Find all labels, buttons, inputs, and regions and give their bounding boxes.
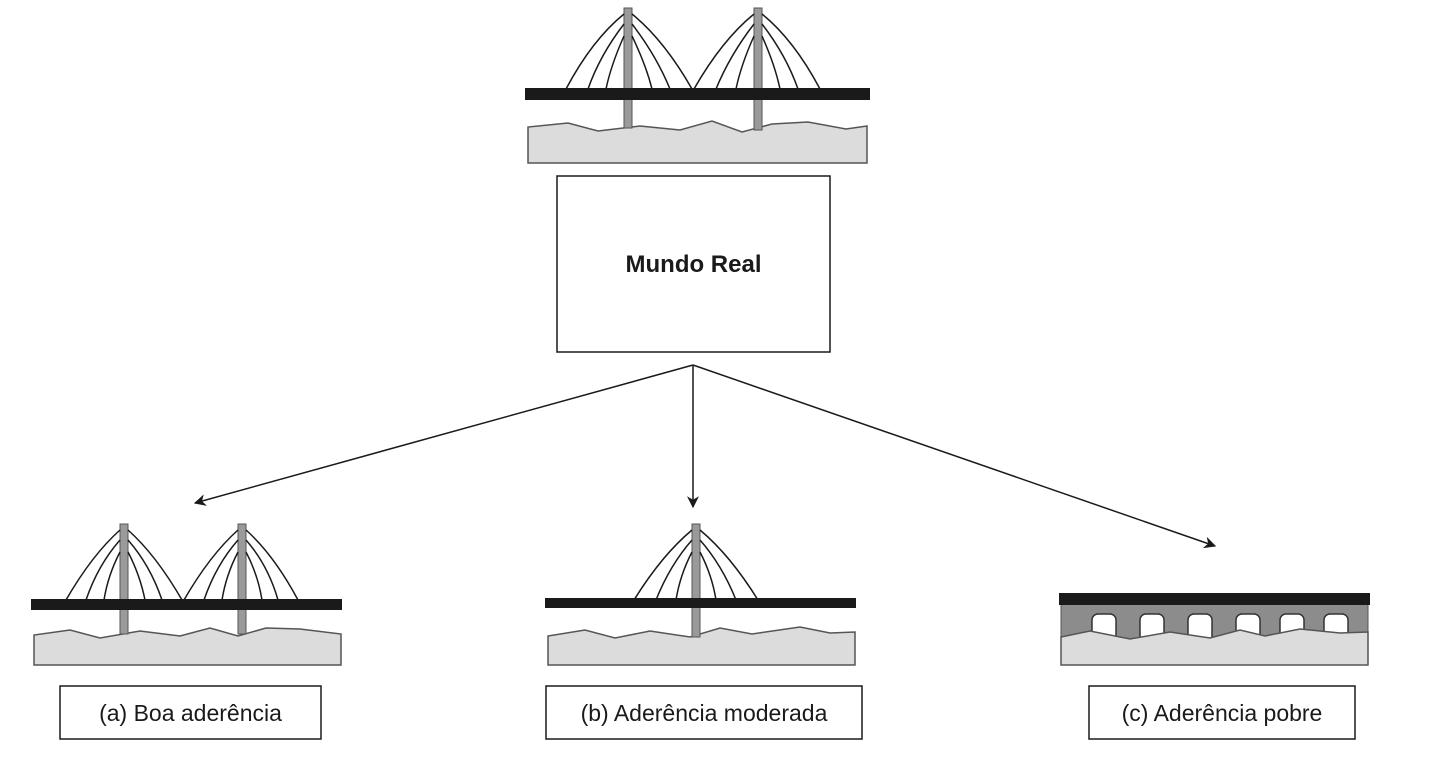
a-tower-right (237, 523, 247, 635)
real-world-label: Mundo Real (626, 251, 762, 278)
arrow-to-a (193, 364, 694, 506)
case-a-label: (a) Boa aderência (99, 700, 282, 726)
a-ground (33, 627, 342, 666)
real-tower-right (753, 7, 763, 131)
label-box-a: (a) Boa aderência (59, 685, 322, 740)
case-c-label: (c) Aderência pobre (1122, 700, 1323, 726)
label-box-c: (c) Aderência pobre (1088, 685, 1356, 740)
b-deck (545, 598, 856, 608)
case-b-label: (b) Aderência moderada (581, 700, 828, 726)
c-ground (1060, 628, 1369, 666)
b-tower (691, 523, 701, 638)
real-deck (525, 88, 870, 100)
a-cables (65, 529, 299, 601)
real-world-box: Mundo Real (556, 175, 831, 353)
arrow-to-c (692, 364, 1217, 549)
b-ground (547, 626, 856, 666)
arrows (193, 364, 1217, 549)
real-world-bridge-icon (525, 7, 870, 164)
real-ground (527, 120, 868, 164)
label-box-b: (b) Aderência moderada (545, 685, 863, 740)
model-a-bridge-icon (31, 523, 342, 666)
a-tower-left (119, 523, 129, 635)
real-tower-left (623, 7, 633, 129)
b-cables (633, 529, 759, 601)
c-deck (1059, 593, 1370, 605)
model-b-bridge-icon (545, 523, 856, 666)
a-deck (31, 599, 342, 610)
model-c-embankment-icon (1059, 593, 1370, 666)
real-cables (565, 13, 821, 90)
